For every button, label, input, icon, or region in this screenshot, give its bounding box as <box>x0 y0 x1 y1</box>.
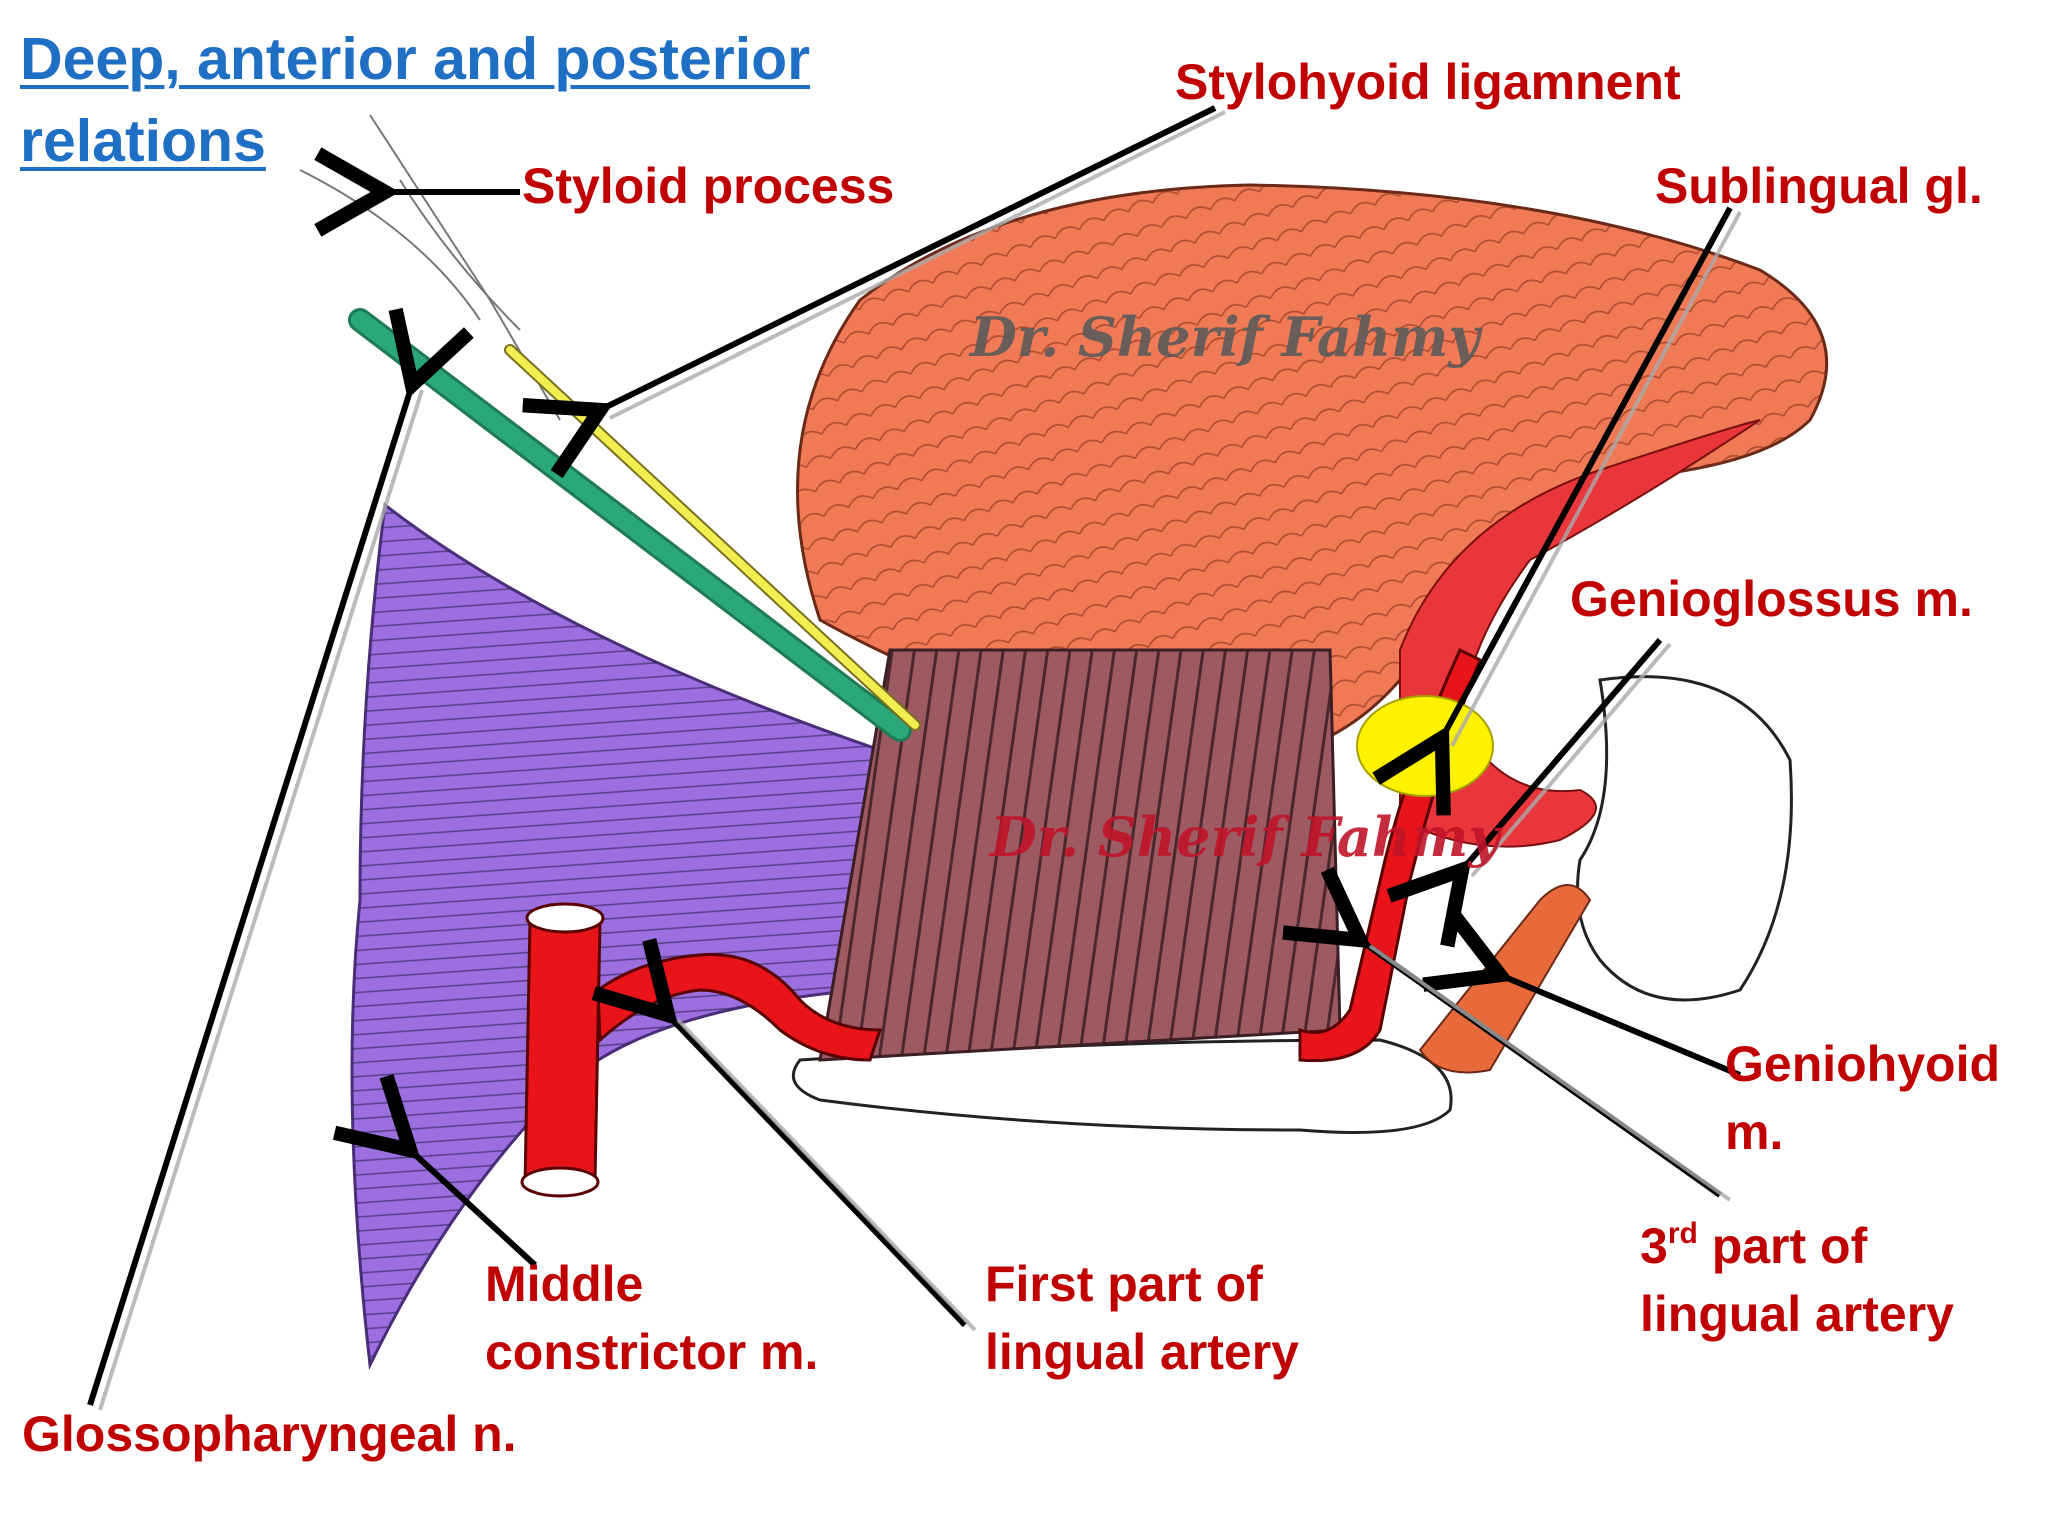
pointer-lines <box>87 105 1742 1406</box>
label-third-part-rest: part of <box>1697 1218 1868 1274</box>
watermark-middle: Dr. Sherif Fahmy <box>990 805 1500 869</box>
label-geniohyoid: Geniohyoid m. <box>1725 1030 2000 1166</box>
middle-constrictor-muscle <box>350 502 882 1371</box>
label-stylohyoid-ligament: Stylohyoid ligamnent <box>1175 54 1681 110</box>
label-third-part-line1: 3rd part of <box>1640 1200 1954 1280</box>
label-middle-constrictor-line2: constrictor m. <box>485 1324 819 1380</box>
label-third-part-num: 3 <box>1640 1218 1668 1274</box>
label-geniohyoid-line2: m. <box>1725 1104 1784 1160</box>
label-middle-constrictor-line1: Middle <box>485 1256 644 1312</box>
label-first-part-line1: First part of <box>985 1256 1263 1312</box>
label-geniohyoid-line1: Geniohyoid <box>1725 1036 2000 1092</box>
label-first-part-lingual-artery: First part of lingual artery <box>985 1250 1299 1386</box>
hyoid-outline <box>791 675 1793 1134</box>
label-middle-constrictor: Middle constrictor m. <box>485 1250 818 1386</box>
watermark-top: Dr. Sherif Fahmy <box>970 305 1480 369</box>
label-first-part-line2: lingual artery <box>985 1324 1299 1380</box>
label-styloid-process: Styloid process <box>522 158 895 214</box>
label-third-part-sup: rd <box>1667 1217 1698 1250</box>
page-title: Deep, anterior and posterior relations <box>20 26 811 174</box>
label-sublingual-gland: Sublingual gl. <box>1655 158 1983 214</box>
hyoglossus-muscle <box>818 648 1342 1062</box>
label-third-part-lingual-artery: 3rd part of lingual artery <box>1640 1200 1954 1348</box>
label-genioglossus: Genioglossus m. <box>1570 571 1973 627</box>
label-glossopharyngeal-nerve: Glossopharyngeal n. <box>22 1406 517 1462</box>
tongue <box>796 183 1829 762</box>
label-third-part-line2: lingual artery <box>1640 1286 1954 1342</box>
